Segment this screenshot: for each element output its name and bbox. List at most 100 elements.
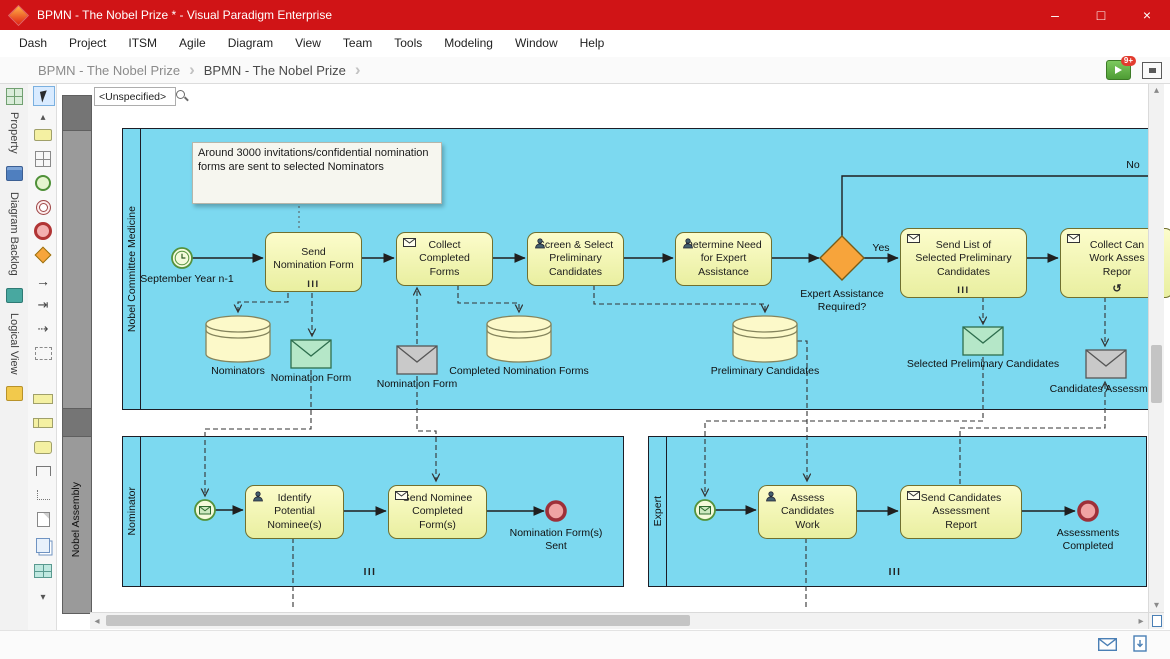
menu-item-window[interactable]: Window — [504, 30, 569, 57]
gateway-label: Expert Assistance Required? — [778, 288, 906, 314]
task-send-list-selected-preliminary-candidates[interactable]: Send List of Selected Preliminary Candid… — [900, 228, 1027, 298]
pool-nominator-name-band[interactable]: Nominator — [123, 437, 141, 586]
menu-item-view[interactable]: View — [284, 30, 332, 57]
scroll-right-button[interactable]: ▸ — [1134, 613, 1148, 629]
message-task-icon — [907, 491, 920, 500]
breadcrumb-parent[interactable]: BPMN - The Nobel Prize — [38, 63, 180, 78]
task-determine-need-expert-assistance[interactable]: Determine Need for Expert Assistance — [675, 232, 772, 286]
scroll-down-button[interactable]: ▾ — [1149, 598, 1164, 612]
vertical-scrollbar-thumb[interactable] — [1151, 345, 1162, 403]
task-identify-potential-nominees[interactable]: Identify Potential Nominee(s) — [245, 485, 344, 539]
pool-expert-name-band[interactable]: Expert — [649, 437, 667, 586]
task-send-candidates-assessment-report[interactable]: Send Candidates Assessment Report — [900, 485, 1022, 539]
pool-committee-name-band[interactable]: Nobel Committee Medicine — [123, 129, 141, 409]
pool-nominator[interactable]: Nominator — [122, 436, 624, 587]
window-title: BPMN - The Nobel Prize * - Visual Paradi… — [37, 8, 332, 22]
scroll-corner-page-icon[interactable] — [1152, 615, 1162, 627]
fit-selection-icon[interactable] — [1142, 62, 1162, 79]
task-line: Form(s) — [419, 519, 456, 532]
text-annotation[interactable]: Around 3000 invitations/confidential nom… — [192, 142, 442, 204]
horizontal-scrollbar-thumb[interactable] — [106, 615, 690, 626]
scroll-up-button[interactable]: ▴ — [1149, 83, 1164, 97]
gateway-tool-icon[interactable] — [33, 246, 53, 264]
task-line: Send Nominee — [403, 492, 472, 505]
document-export-icon[interactable] — [1133, 635, 1148, 653]
search-icon[interactable] — [176, 90, 190, 104]
maximize-button[interactable]: □ — [1078, 0, 1124, 30]
palette-scroll-up-icon[interactable]: ▴ — [33, 108, 53, 126]
text-annotation-tool-icon[interactable] — [33, 510, 53, 528]
menu-item-project[interactable]: Project — [58, 30, 117, 57]
choreography-glyph — [36, 466, 51, 476]
task-tool-icon[interactable] — [33, 438, 53, 456]
conversation-link-tool-icon[interactable] — [33, 486, 53, 504]
message-nomination-form-in-label: Nomination Form — [373, 378, 461, 391]
lane-tool-icon[interactable] — [33, 414, 53, 432]
task-send-nominee-completed-forms[interactable]: Send Nominee Completed Form(s) — [388, 485, 487, 539]
user-task-icon — [765, 491, 777, 502]
matrix-tool-icon[interactable] — [33, 150, 53, 168]
horizontal-scrollbar[interactable]: ◂ ▸ — [90, 612, 1148, 629]
message-flow-tool-icon[interactable]: ⇢ — [33, 320, 53, 338]
cursor-tool-icon[interactable] — [33, 86, 55, 106]
model-selector[interactable]: <Unspecified> — [94, 87, 176, 106]
sticky-note-tool-icon[interactable] — [33, 126, 53, 144]
start-event-tool-icon[interactable] — [33, 174, 53, 192]
menu-item-help[interactable]: Help — [569, 30, 616, 57]
pool-strip-header-top[interactable] — [62, 95, 92, 131]
intermediate-event-tool-icon[interactable] — [33, 198, 53, 216]
task-line: Completed — [412, 505, 463, 518]
tab-property[interactable]: Property — [0, 106, 28, 160]
sequence-flow-tool-icon[interactable]: → — [33, 272, 53, 290]
pool-expert[interactable]: Expert — [648, 436, 1147, 587]
group-glyph — [35, 347, 52, 360]
pool-nominator-label: Nominator — [126, 487, 138, 535]
association-tool-icon[interactable]: ⇥ — [33, 296, 53, 314]
pool-tool-icon[interactable] — [33, 390, 53, 408]
tab-logical-view[interactable]: Logical View — [0, 308, 28, 380]
diagram-backlog-icon[interactable] — [6, 288, 23, 303]
menu-item-diagram[interactable]: Diagram — [217, 30, 284, 57]
vertical-scrollbar[interactable]: ▴ ▾ — [1148, 83, 1164, 612]
task-line: Determine Need — [685, 239, 761, 252]
menu-item-modeling[interactable]: Modeling — [433, 30, 504, 57]
group-tool-icon[interactable] — [33, 344, 53, 362]
end-nominator-line2: Sent — [500, 540, 612, 553]
sync-notifications-icon[interactable]: 9+ — [1106, 60, 1131, 80]
palette-scroll-down-icon[interactable]: ▾ — [33, 588, 53, 606]
task-assess-candidates-work[interactable]: Assess Candidates Work — [758, 485, 857, 539]
choreography-tool-icon[interactable] — [33, 462, 53, 480]
intermediate-event-glyph — [36, 200, 51, 215]
title-bar: BPMN - The Nobel Prize * - Visual Paradi… — [0, 0, 1170, 30]
close-button[interactable]: × — [1124, 0, 1170, 30]
message-pane-icon[interactable] — [1098, 638, 1117, 651]
pool-nominator-multi-instance-marker: III — [330, 567, 410, 578]
menu-item-tools[interactable]: Tools — [383, 30, 433, 57]
task-line: Candidates — [937, 266, 990, 279]
task-line: Potential — [274, 505, 315, 518]
minimize-button[interactable]: – — [1032, 0, 1078, 30]
task-screen-select-preliminary-candidates[interactable]: Screen & Select Preliminary Candidates — [527, 232, 624, 286]
end-event-tool-icon[interactable] — [33, 222, 53, 240]
breadcrumb-current[interactable]: BPMN - The Nobel Prize — [204, 63, 346, 78]
pool-strip-header-bottom[interactable] — [62, 408, 92, 437]
property-pane-icon[interactable] — [6, 166, 23, 181]
pool-expert-label: Expert — [652, 496, 664, 526]
task-send-nomination-form[interactable]: Send Nomination Form III — [265, 232, 362, 292]
end-event-glyph — [34, 222, 52, 240]
property-grid-icon[interactable] — [6, 88, 23, 105]
start-event-label: September Year n-1 — [132, 273, 242, 286]
table-tool-icon[interactable] — [33, 562, 53, 580]
menu-item-team[interactable]: Team — [332, 30, 383, 57]
task-collect-completed-forms[interactable]: Collect Completed Forms — [396, 232, 493, 286]
menu-item-agile[interactable]: Agile — [168, 30, 217, 57]
tab-diagram-backlog[interactable]: Diagram Backlog — [0, 186, 28, 282]
task-line: Candidates — [549, 266, 602, 279]
copy-diagram-tool-icon[interactable] — [33, 536, 53, 554]
menu-item-dash[interactable]: Dash — [8, 30, 58, 57]
menu-item-itsm[interactable]: ITSM — [117, 30, 168, 57]
store-completed-forms-label: Completed Nomination Forms — [444, 365, 594, 378]
user-task-icon — [252, 491, 264, 502]
scroll-left-button[interactable]: ◂ — [90, 613, 104, 629]
logical-view-icon[interactable] — [6, 386, 23, 401]
